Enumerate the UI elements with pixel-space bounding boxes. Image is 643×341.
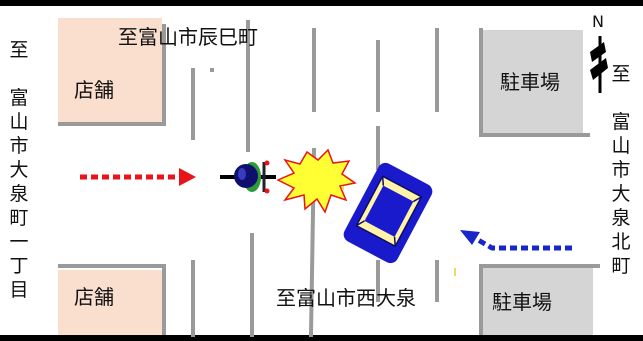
bicycle-direction-arrow-icon	[80, 168, 196, 186]
shop-bottom-left	[58, 270, 162, 335]
top-border	[0, 0, 643, 6]
north-arrow-icon	[590, 36, 608, 93]
parking-bottom-right-label: 駐車場	[492, 290, 552, 314]
collision-icon	[276, 148, 357, 214]
car-direction-arrow-icon	[460, 230, 572, 251]
direction-label-left: 至 富 山 市 大 泉 町 一 丁 目	[9, 39, 29, 301]
direction-label-bottom: 至富山市西大泉	[276, 286, 416, 310]
shop-top-left	[58, 18, 162, 122]
building-edges	[58, 24, 600, 335]
direction-label-top: 至富山市辰巳町	[118, 25, 258, 49]
car-icon	[343, 162, 433, 264]
parking-bottom-right	[483, 268, 593, 335]
shop-bottom-left-label: 店舗	[74, 285, 114, 309]
road-marks	[342, 186, 456, 276]
direction-label-right: 至 富 山 市 大 泉 北 町	[611, 63, 631, 277]
north-label: N	[592, 12, 604, 31]
shop-top-left-label: 店舗	[74, 78, 114, 102]
parking-top-right	[483, 30, 583, 133]
bicycle-rider-icon	[220, 160, 276, 194]
bottom-border	[0, 335, 643, 341]
parking-top-right-label: 駐車場	[500, 70, 560, 94]
